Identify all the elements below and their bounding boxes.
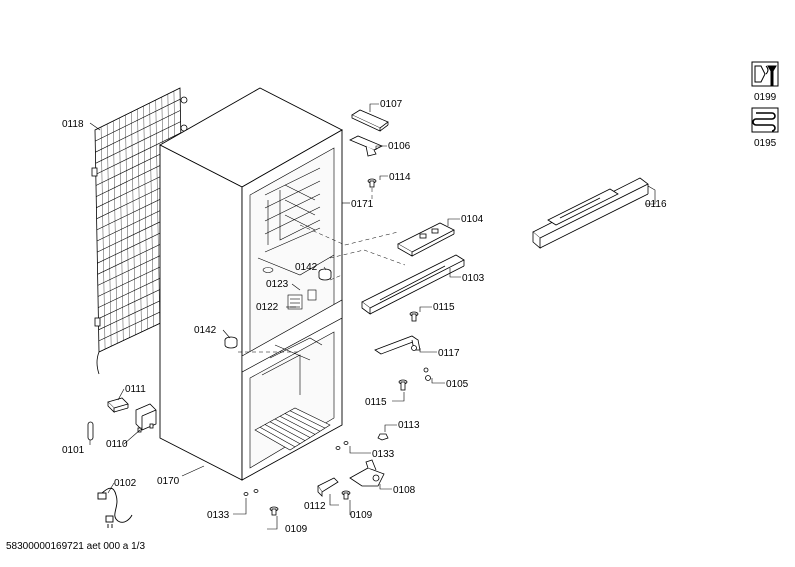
label-0123: 0123 <box>266 279 289 290</box>
pins-0133-right <box>335 441 349 450</box>
screw-0115-upper <box>409 311 419 322</box>
cabinet-body <box>159 87 343 481</box>
label-0117: 0117 <box>438 348 460 359</box>
grommet-0142-right <box>318 268 332 281</box>
label-0103: 0103 <box>462 273 485 284</box>
bottom-hinge-0108 <box>349 459 385 487</box>
middle-hinge-0117 <box>374 335 421 355</box>
label-0104: 0104 <box>461 214 484 225</box>
label-0113: 0113 <box>398 420 420 431</box>
hinge-cover-0107 <box>351 109 389 132</box>
label-0115-lower: 0115 <box>365 397 387 408</box>
document-id: 58300000169721 aet 000 a 1/3 <box>6 541 146 552</box>
label-0105: 0105 <box>446 379 469 390</box>
label-0142-left: 0142 <box>194 325 217 336</box>
door-rail-0103 <box>361 254 465 315</box>
label-0109-left: 0109 <box>285 524 308 535</box>
nut-0113 <box>377 433 389 441</box>
label-0102: 0102 <box>114 478 137 489</box>
label-0110: 0110 <box>106 439 128 450</box>
label-0106: 0106 <box>388 141 411 152</box>
screw-0115-lower <box>398 379 408 391</box>
label-0133-left: 0133 <box>207 510 230 521</box>
label-0133-right: 0133 <box>372 449 395 460</box>
label-0170: 0170 <box>157 476 180 487</box>
assembly-lines <box>238 188 406 353</box>
screw-0109-left <box>269 506 279 516</box>
screw-0109-right <box>341 490 351 500</box>
label-0109-right: 0109 <box>350 510 373 521</box>
label-0107: 0107 <box>380 99 403 110</box>
label-0116: 0116 <box>645 199 667 210</box>
screw-0114 <box>367 178 377 188</box>
label-0115-upper: 0115 <box>433 302 455 313</box>
label-0108: 0108 <box>393 485 416 496</box>
pins-0133-left <box>243 489 259 496</box>
label-0142-right: 0142 <box>295 262 318 273</box>
bracket-0112 <box>317 477 339 497</box>
label-0171: 0171 <box>351 199 374 210</box>
wrench-screwdriver-icon <box>751 61 779 87</box>
condenser-coil-icon <box>751 107 779 133</box>
label-0101: 0101 <box>62 445 85 456</box>
power-cord-0102 <box>97 487 133 528</box>
label-0122: 0122 <box>256 302 279 313</box>
leader-lines <box>89 103 656 530</box>
interior-shelves <box>254 167 335 451</box>
control-panel-0104 <box>397 222 455 257</box>
handle-panel-0116 <box>532 177 649 249</box>
legend-0199: 0199 <box>754 92 777 103</box>
connector-0111 <box>107 397 129 413</box>
label-0114: 0114 <box>389 172 411 183</box>
freezer-floor-grid <box>259 410 326 448</box>
label-0111: 0111 <box>125 384 146 395</box>
washer-0105 <box>423 367 431 381</box>
grommet-0142-left <box>224 336 238 349</box>
legend: 0199 0195 <box>751 61 779 149</box>
label-0118: 0118 <box>62 119 84 130</box>
legend-0195: 0195 <box>754 138 777 149</box>
relay-0110 <box>135 403 157 433</box>
label-0112: 0112 <box>304 501 326 512</box>
part-labels: 0107 0106 0114 0171 0104 0103 0142 0123 … <box>62 99 667 535</box>
clip-0101 <box>87 421 94 441</box>
